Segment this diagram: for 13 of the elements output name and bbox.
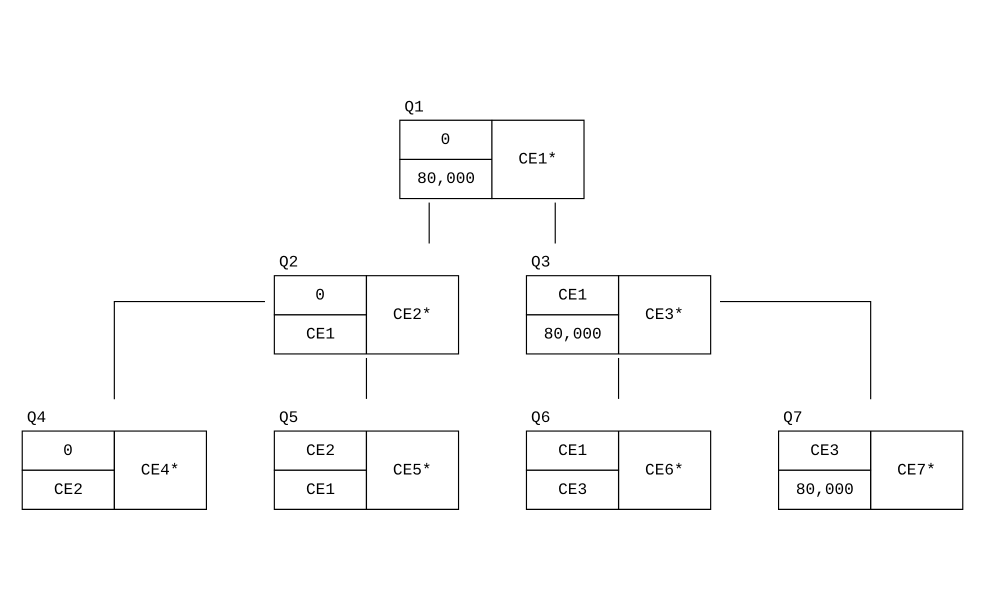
node-label: Q2 — [278, 254, 298, 272]
connector — [618, 358, 620, 399]
connector — [554, 202, 556, 244]
connector — [366, 358, 368, 399]
node-label: Q1 — [404, 98, 424, 116]
node-label: Q7 — [783, 409, 803, 428]
node-label: Q6 — [531, 409, 550, 428]
node-label: Q3 — [531, 254, 550, 272]
connector — [720, 301, 872, 400]
node-label: Q5 — [278, 409, 298, 428]
node-label: Q4 — [26, 409, 46, 428]
connector — [428, 202, 430, 244]
connector — [114, 301, 265, 400]
